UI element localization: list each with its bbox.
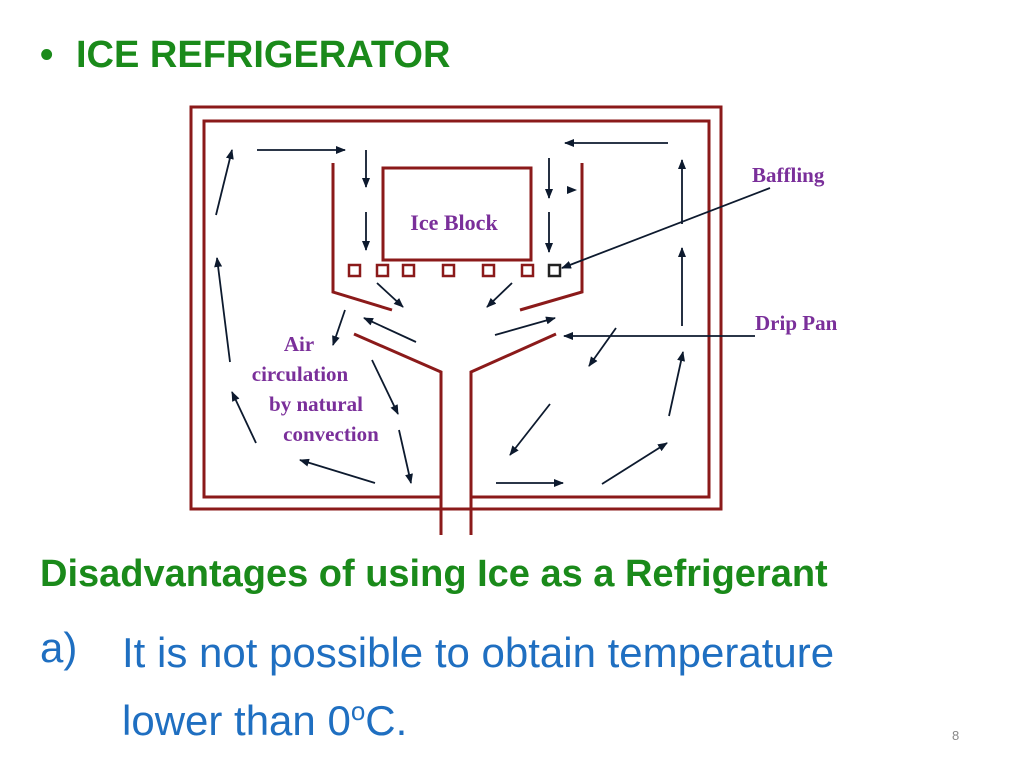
bullet-marker: • [40,34,54,76]
air-circulation-label-2: circulation [252,362,349,386]
arrow [215,149,234,216]
list-item-line-1: It is not possible to obtain temperature [122,629,835,676]
cabinet-walls [189,105,723,511]
baffle-square [481,263,496,278]
arrow [601,442,668,485]
arrow [398,429,413,484]
air-circulation-label-4: convection [283,422,379,446]
baffle-square [441,263,456,278]
slide-title-text: ICE REFRIGERATOR [76,34,451,76]
page-number: 8 [952,728,960,743]
list-marker: a) [40,624,78,671]
baffle-square [401,263,416,278]
disadvantages-heading: Disadvantages of using Ice as a Refriger… [40,553,828,595]
drip-pan-left [353,332,443,535]
baffle-square [547,263,562,278]
baffling-grid [347,263,562,278]
baffle-square [347,263,362,278]
drip-pan-label: Drip Pan [755,311,838,335]
arrow [376,282,404,308]
arrow [371,359,399,415]
arrow [299,458,376,484]
callout-leaders [561,187,771,340]
list-item-line-2-unit: C. [365,697,408,744]
air-circulation-label-1: Air [284,332,314,356]
drip-pan-right [469,332,557,535]
list-item-line-2: lower than 0oC. [122,682,982,750]
degree-superscript: o [350,696,366,726]
ice-block-label: Ice Block [410,210,498,235]
baffle-right [519,163,584,312]
arrow [363,317,417,343]
list-item-line-2-text: lower than 0 [122,697,351,744]
list-item: It is not possible to obtain temperature… [122,624,982,750]
baffle-square [520,263,535,278]
slide-title: • ICE REFRIGERATOR [40,34,450,77]
baffle-left [331,163,393,312]
arrow [509,403,551,456]
outer-wall [189,105,723,511]
arrow [332,309,346,346]
ice-block [381,166,533,262]
arrow [214,257,231,363]
ice-refrigerator-diagram: Ice Block Baffling Drip Pan Air circulat… [189,105,838,535]
baffling-leader [561,187,771,269]
ice-compartment [331,163,584,535]
arrow [231,391,257,444]
baffle-square [375,263,390,278]
arrow [588,327,617,367]
arrow [494,316,556,336]
air-circulation-label-3: by natural [269,392,363,416]
baffling-label: Baffling [752,163,825,187]
arrow [486,282,513,308]
convection-arrows [214,139,686,487]
inner-wall-left [202,119,711,499]
arrow [668,351,685,417]
